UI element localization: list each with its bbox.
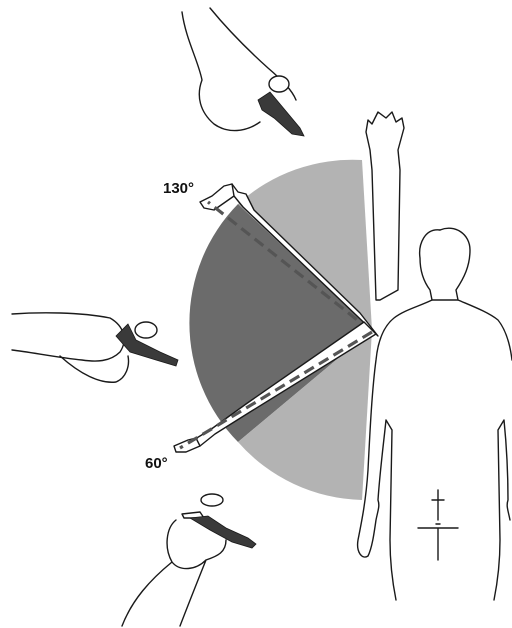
inset-middle-humerus <box>12 313 124 361</box>
inset-top-humerus <box>182 12 260 131</box>
inset-middle-scapula-curve <box>60 356 129 382</box>
inset-bottom-acromion <box>201 494 223 506</box>
inset-bottom-tendon <box>190 516 256 548</box>
inset-bottom-humerus <box>122 520 226 626</box>
shoulder-inset-bottom <box>122 494 256 626</box>
hand-130 <box>200 184 234 210</box>
angle-label-130: 130° <box>163 180 194 197</box>
head-outline <box>440 228 512 360</box>
raised-arm <box>366 112 404 300</box>
inset-middle-acromion <box>135 322 157 338</box>
inset-top-tendon <box>258 92 304 136</box>
navel-mark <box>418 490 458 560</box>
shoulder-inset-middle <box>12 313 178 382</box>
shoulder-inset-top <box>182 8 304 136</box>
arm-fully-raised <box>366 112 404 300</box>
angle-label-60: 60° <box>145 455 168 472</box>
inset-top-acromion <box>269 76 289 92</box>
